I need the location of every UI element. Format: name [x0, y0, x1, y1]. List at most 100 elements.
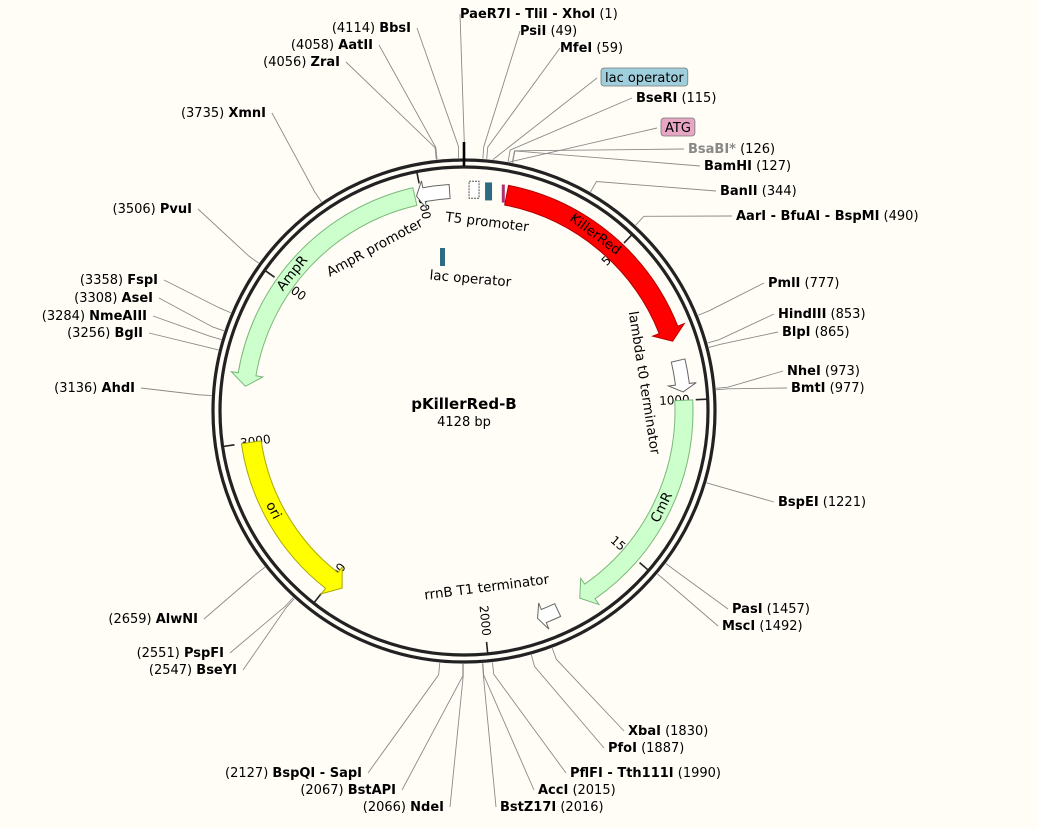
callout-lac-operator-text: lac operator [605, 71, 684, 86]
site-name-9: HindIII [778, 307, 826, 322]
site-name-11: NheI [787, 364, 821, 379]
site-leader-32 [197, 208, 259, 264]
site-leader-1 [482, 30, 521, 159]
site-leader-31 [163, 279, 232, 314]
site-label-22: (2067) BstAPI [300, 783, 396, 798]
feature-rrnb-arrow [537, 602, 562, 630]
site-pos-22: (2067) [300, 783, 347, 798]
atg-mark [501, 184, 505, 203]
callout-lac-operator [600, 67, 689, 87]
feature-ori-label: ori [262, 499, 284, 522]
site-label-34: (4056) ZraI [263, 55, 340, 70]
site-pos-0: (1) [595, 7, 618, 22]
site-leader-22 [401, 663, 464, 791]
site-label-18: PflFI - Tth111I (1990) [570, 766, 721, 781]
site-leader-16 [551, 647, 625, 732]
site-label-27: (3136) AhdI [54, 381, 135, 396]
site-pos-19: (2015) [568, 783, 615, 798]
site-name-25: PspFI [184, 646, 224, 661]
site-name-13: BspEI [778, 495, 819, 510]
site-pos-12: (977) [826, 381, 865, 396]
site-name-31: FspI [127, 273, 158, 288]
site-leader-11 [715, 370, 784, 389]
site-pos-5: (127) [752, 159, 791, 174]
site-pos-29: (3284) [42, 309, 89, 324]
site-label-35: (4058) AatII [291, 38, 373, 53]
site-label-21: (2066) NdeI [363, 800, 444, 815]
site-label-25: (2551) PspFI [137, 646, 224, 661]
site-leader-27 [140, 387, 212, 397]
lac-operator-inner-box [440, 248, 445, 266]
site-pos-18: (1990) [674, 766, 721, 781]
site-label-10: BlpI (865) [782, 325, 850, 340]
site-label-1: PsiI (49) [520, 24, 577, 39]
tick-3000 [223, 443, 235, 448]
feature-cmr-arrow [579, 399, 694, 606]
feature-ampr-promoter-arrow [415, 180, 451, 211]
site-label-19: AccI (2015) [538, 783, 616, 798]
site-label-8: PmlI (777) [768, 276, 839, 291]
site-name-15: MscI [722, 619, 755, 634]
site-label-23: (2127) BspQI - SapI [225, 766, 362, 781]
site-leader-20 [482, 663, 497, 808]
site-pos-1: (49) [546, 24, 577, 39]
tick-3500 [265, 270, 275, 278]
site-name-36: BbsI [379, 21, 411, 36]
site-name-1: PsiI [520, 24, 546, 39]
site-label-0: PaeR7I - TliI - XhoI (1) [460, 7, 618, 22]
site-name-34: ZraI [311, 55, 340, 70]
feature-lac-operator-label: lac operator [429, 267, 512, 290]
site-name-14: PasI [732, 602, 763, 617]
site-name-17: PfoI [608, 741, 637, 756]
site-label-4: BsaBI* (126) [688, 142, 775, 157]
site-pos-33: (3735) [181, 106, 228, 121]
site-leader-23 [367, 662, 441, 774]
site-pos-34: (4056) [263, 55, 310, 70]
site-label-3: BseRI (115) [636, 91, 716, 106]
feature-lambda-t0-label: lambda t0 terminator [625, 310, 663, 456]
site-leader-25 [229, 597, 294, 654]
site-pos-8: (777) [800, 276, 839, 291]
site-pos-35: (4058) [291, 38, 338, 53]
t5-promoter-box [468, 180, 480, 199]
site-pos-23: (2127) [225, 766, 272, 781]
site-name-6: BanII [720, 184, 758, 199]
site-label-28: (3256) BglI [67, 326, 143, 341]
site-pos-11: (973) [821, 364, 860, 379]
site-leader-6 [590, 181, 717, 193]
site-pos-27: (3136) [54, 381, 101, 396]
site-leader-3 [507, 97, 633, 162]
site-name-27: AhdI [102, 381, 135, 396]
site-label-32: (3506) PvuI [113, 202, 192, 217]
feature-ori-arrow [240, 440, 343, 595]
site-pos-31: (3358) [80, 273, 127, 288]
site-pos-24: (2547) [149, 663, 196, 678]
tick-2500 [313, 593, 322, 603]
site-label-11: NheI (973) [787, 364, 860, 379]
site-leader-29 [152, 315, 222, 341]
site-leader-2 [486, 47, 561, 160]
feature-t5-promoter-label: T5 promoter [444, 209, 531, 235]
site-name-5: BamHI [704, 159, 752, 174]
site-name-21: NdeI [410, 800, 444, 815]
site-pos-14: (1457) [763, 602, 810, 617]
site-label-17: PfoI (1887) [608, 741, 684, 756]
site-leader-17 [530, 654, 605, 749]
site-label-12: BmtI (977) [791, 381, 865, 396]
tick-500 [623, 234, 633, 244]
site-pos-6: (344) [758, 184, 797, 199]
site-label-13: BspEI (1221) [778, 495, 866, 510]
site-name-23: BspQI - SapI [272, 766, 362, 781]
site-pos-3: (115) [677, 91, 716, 106]
callout-atg-text: ATG [665, 121, 691, 136]
site-label-16: XbaI (1830) [628, 724, 708, 739]
site-leader-8 [698, 282, 765, 316]
site-label-29: (3284) NmeAIII [42, 309, 147, 324]
site-leader-19 [482, 663, 535, 791]
site-name-24: BseYI [196, 663, 237, 678]
site-label-24: (2547) BseYI [149, 663, 237, 678]
site-pos-9: (853) [826, 307, 865, 322]
feature-rrnb-label: rrnB T1 terminator [423, 572, 550, 604]
feature-killerred-label: KillerRed [567, 210, 624, 258]
site-leader-0 [459, 13, 465, 159]
